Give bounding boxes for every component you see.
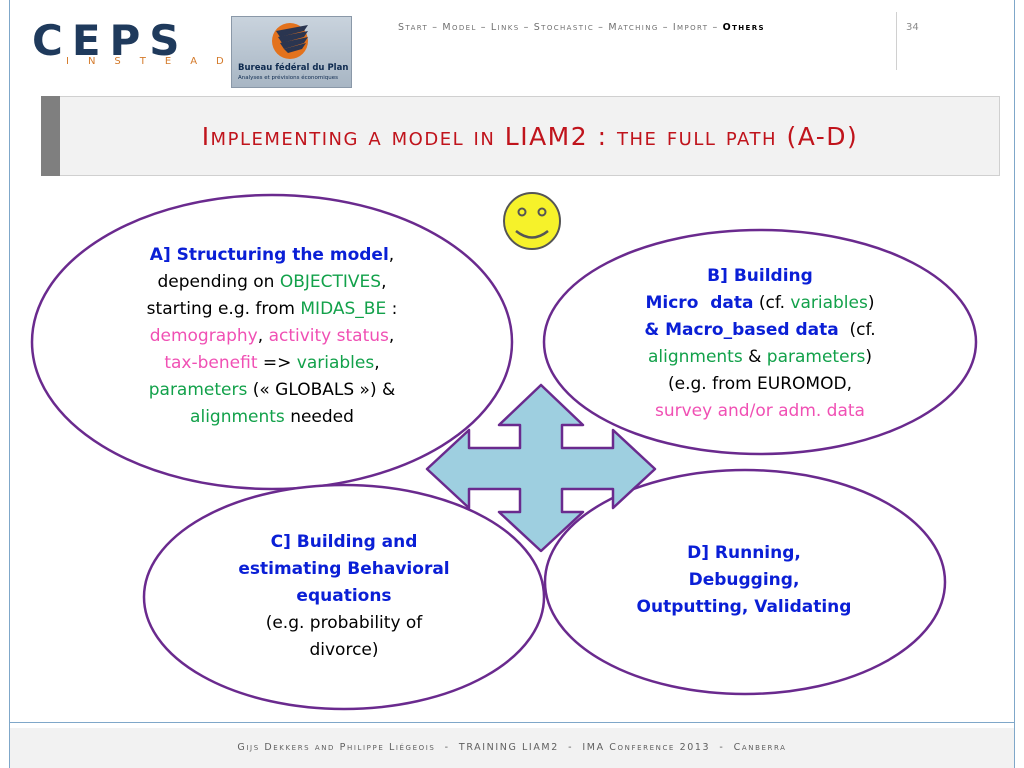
- title-part-3: the full path: [616, 121, 787, 151]
- bureau-federal-logo: Bureau fédéral du Plan Analyses et prévi…: [231, 16, 352, 88]
- b-text: ): [865, 347, 873, 367]
- b-text: ): [867, 293, 875, 313]
- a-midas: MIDAS_BE: [300, 299, 387, 319]
- a-text: :: [386, 299, 398, 319]
- a-heading: A] Structuring the model: [149, 245, 389, 265]
- c-heading-line-2: estimating Behavioral: [238, 559, 450, 579]
- b-parameters: parameters: [766, 347, 866, 367]
- ellipse-c-text: C] Building and estimating Behavioral eq…: [194, 529, 494, 664]
- footer-bar: [10, 728, 1014, 768]
- title-part-4: (A-D): [786, 121, 859, 151]
- a-tax-benefit: tax-benefit: [164, 353, 258, 373]
- nav-separator: –: [712, 22, 719, 33]
- c-text-line-2: divorce): [309, 640, 379, 660]
- nav-separator: –: [662, 22, 669, 33]
- a-demography: demography: [149, 326, 258, 346]
- ellipse-a-text: A] Structuring the model, depending on O…: [62, 242, 482, 431]
- bureau-subtitle: Analyses et prévisions économiques: [238, 75, 338, 81]
- b-macro-data: & Macro_based data: [644, 320, 839, 340]
- a-variables: variables: [296, 353, 375, 373]
- a-text: ,: [388, 326, 395, 346]
- b-variables: variables: [790, 293, 868, 313]
- footer-text: Gijs Dekkers and Philippe Liégeois - TRA…: [237, 742, 787, 753]
- ceps-logo: CEPS: [32, 16, 189, 65]
- slide-title: Implementing a model in LIAM2 : the full…: [60, 96, 1000, 176]
- bureau-logo-icon: [272, 23, 308, 59]
- a-text: needed: [284, 407, 354, 427]
- slide-frame: [9, 0, 1015, 768]
- c-heading-line-1: C] Building and: [270, 532, 418, 552]
- page-number: 34: [906, 22, 919, 33]
- footer-divider: [9, 722, 1015, 723]
- b-micro-data: Micro data: [645, 293, 754, 313]
- a-text: depending on: [157, 272, 280, 292]
- ellipse-d-text: D] Running, Debugging, Outputting, Valid…: [594, 540, 894, 621]
- ellipse-c: [142, 483, 546, 711]
- a-text: (« GLOBALS ») &: [247, 380, 396, 400]
- nav-separator: –: [480, 22, 487, 33]
- b-alignments: alignments: [647, 347, 743, 367]
- c-heading-line-3: equations: [296, 586, 392, 606]
- nav-item-stochastic[interactable]: Stochastic: [533, 22, 595, 33]
- section-nav: Start–Model–Links–Stochastic–Matching–Im…: [398, 22, 765, 33]
- b-text: &: [742, 347, 767, 367]
- ellipse-b-text: B] Building Micro data (cf. variables) &…: [570, 263, 950, 425]
- nav-separator: –: [523, 22, 530, 33]
- b-text: (e.g. from EUROMOD,: [668, 374, 852, 394]
- nav-item-matching[interactable]: Matching: [608, 22, 659, 33]
- title-accent-tab: [41, 96, 60, 176]
- nav-item-import[interactable]: Import: [672, 22, 709, 33]
- nav-item-others-active[interactable]: Others: [722, 22, 765, 33]
- d-heading-line-3: Outputting, Validating: [636, 597, 852, 617]
- a-parameters: parameters: [148, 380, 248, 400]
- a-text: ,: [381, 272, 387, 292]
- smiley-face-icon: [503, 192, 561, 250]
- a-activity-status: activity status: [268, 326, 389, 346]
- nav-item-links[interactable]: Links: [490, 22, 520, 33]
- a-text: ,: [257, 326, 269, 346]
- nav-item-model[interactable]: Model: [442, 22, 477, 33]
- a-text: starting e.g. from: [146, 299, 301, 319]
- bureau-title: Bureau fédéral du Plan: [238, 63, 349, 73]
- b-heading: B] Building: [707, 266, 813, 286]
- b-text: (cf.: [838, 320, 876, 340]
- ellipse-b: [542, 228, 978, 456]
- title-band: [41, 96, 1000, 176]
- ellipse-a: [30, 193, 514, 491]
- a-text: ,: [388, 245, 395, 265]
- four-way-arrow-icon: [425, 383, 657, 553]
- b-survey-data: survey and/or adm. data: [655, 401, 865, 421]
- instead-logo-text: INSTEAD: [66, 56, 243, 67]
- nav-item-start[interactable]: Start: [398, 22, 429, 33]
- a-objectives: OBJECTIVES: [279, 272, 382, 292]
- title-part-1: Implementing a model in: [201, 121, 505, 151]
- a-alignments: alignments: [190, 407, 285, 427]
- a-text: ,: [374, 353, 380, 373]
- title-part-2: LIAM2 :: [504, 121, 617, 151]
- nav-divider: [896, 12, 897, 70]
- nav-separator: –: [598, 22, 605, 33]
- ellipse-d: [543, 468, 947, 696]
- b-text: (cf.: [753, 293, 791, 313]
- a-text: =>: [257, 353, 297, 373]
- d-heading-line-2: Debugging,: [688, 570, 800, 590]
- d-heading-line-1: D] Running,: [687, 543, 801, 563]
- c-text-line-1: (e.g. probability of: [265, 613, 423, 633]
- nav-separator: –: [432, 22, 439, 33]
